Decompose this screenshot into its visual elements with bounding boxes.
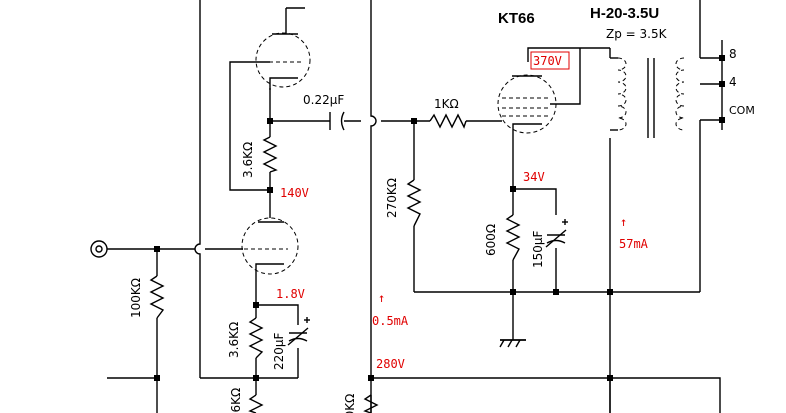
plate-voltage-v1: 140V bbox=[280, 186, 309, 200]
cathode-voltage-kt66: 34V bbox=[523, 170, 545, 184]
output-terminals bbox=[719, 55, 725, 123]
resistor-cathode-kt66 bbox=[505, 214, 521, 261]
supply-voltage: 280V bbox=[376, 357, 405, 371]
tube-upper-triode bbox=[255, 32, 311, 90]
cathode-resistor-kt66-label: 600Ω bbox=[484, 224, 498, 256]
plate-load-label: 3.6KΩ bbox=[241, 142, 255, 178]
divider-current: 0.5mA bbox=[372, 314, 409, 328]
tube-kt66 bbox=[497, 74, 557, 134]
ground-icon bbox=[499, 339, 526, 348]
grid-leak-label: 270KΩ bbox=[385, 178, 399, 218]
input-jack-icon bbox=[90, 240, 108, 258]
cathode-resistor-v1-label: 3.6KΩ bbox=[227, 322, 241, 358]
capacitor-cathode-v1 bbox=[287, 317, 310, 346]
transformer-model: H-20-3.5U bbox=[590, 5, 659, 22]
input-resistor-label: 100KΩ bbox=[129, 278, 143, 318]
output-transformer bbox=[610, 57, 685, 138]
lower-mid-resistor-label: 20KΩ bbox=[343, 394, 357, 413]
tube-lower-triode bbox=[241, 217, 299, 275]
coupling-cap-label: 0.22μF bbox=[303, 93, 344, 107]
kt66-label: KT66 bbox=[498, 10, 535, 27]
plate-voltage-box bbox=[530, 51, 570, 70]
tap-com-label: COM bbox=[729, 104, 755, 117]
transformer-impedance: Zp = 3.5K bbox=[606, 27, 668, 41]
grid-stopper-label: 1KΩ bbox=[434, 97, 459, 111]
resistor-grid-leak bbox=[406, 179, 422, 227]
wiring bbox=[107, 0, 723, 413]
resistor-grid-stopper bbox=[429, 113, 467, 129]
capacitor-cathode-kt66 bbox=[545, 219, 568, 248]
tap-8-label: 8 bbox=[729, 47, 737, 61]
resistor-plate-load bbox=[262, 136, 278, 173]
junction-dots bbox=[154, 118, 613, 381]
capacitor-coupling bbox=[329, 111, 345, 131]
kt66-current: 57mA bbox=[619, 237, 649, 251]
lower-left-resistor-label: 3.6KΩ bbox=[229, 388, 243, 413]
plate-voltage-kt66: 370V bbox=[533, 54, 562, 68]
tap-4-label: 4 bbox=[729, 75, 737, 89]
cathode-voltage-v1: 1.8V bbox=[276, 287, 305, 301]
cathode-cap-kt66-label: 150μF bbox=[531, 230, 545, 268]
resistor-lower-left bbox=[248, 394, 264, 413]
resistor-lower-mid bbox=[363, 394, 379, 413]
resistor-cathode-v1 bbox=[248, 317, 264, 359]
kt66-current-arrow: ↑ bbox=[620, 215, 627, 229]
divider-current-arrow: ↑ bbox=[378, 291, 385, 305]
cathode-cap-v1-label: 220μF bbox=[272, 332, 286, 370]
resistor-input bbox=[149, 275, 165, 319]
